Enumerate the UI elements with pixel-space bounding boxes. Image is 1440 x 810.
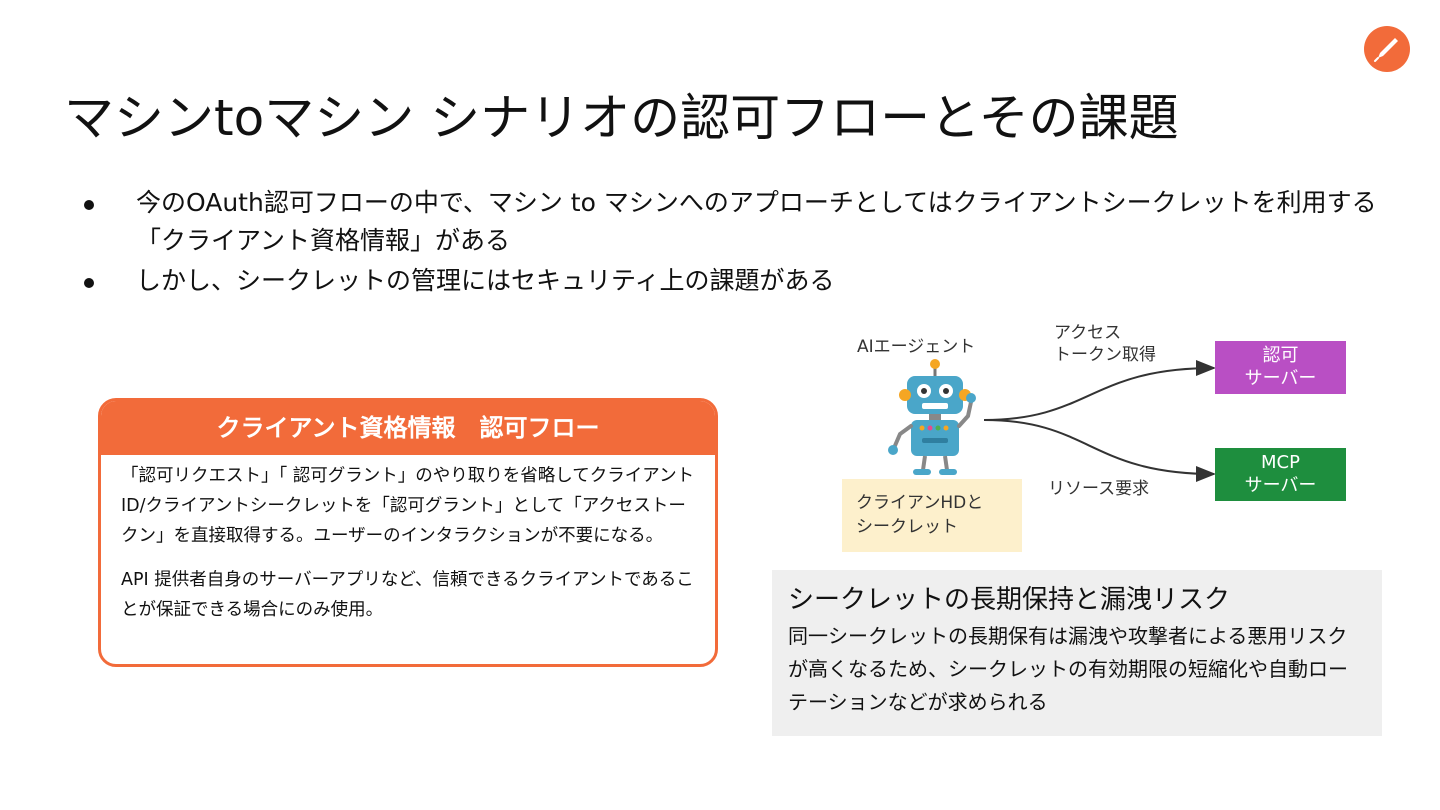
bullet-text: 今のOAuth認可フローの中で、マシン to マシンへのアプローチとしてはクライ… <box>136 188 1377 255</box>
pen-nib-icon <box>1374 38 1398 62</box>
flow-box-paragraph: 「認可リクエスト」「 認可グラント」のやり取りを省略してクライアント ID/クラ… <box>121 466 695 546</box>
bullet-dot <box>84 278 94 288</box>
risk-body: 同一シークレットの長期保有は漏洩や攻撃者による悪用リスクが高くなるため、シークレ… <box>788 624 1348 714</box>
page-title: マシンtoマシン シナリオの認可フローとその課題 <box>64 89 1179 147</box>
agent-label: AIエージェント <box>857 337 976 357</box>
resource-request-arrow <box>983 419 1216 482</box>
mcp-server-label: MCP <box>1261 452 1300 473</box>
auth-server-label: 認可 <box>1262 345 1299 366</box>
bullet-item: しかし、シークレットの管理にはセキュリティ上の課題がある <box>78 262 1378 300</box>
mcp-server-box: MCP サーバー <box>1215 448 1346 501</box>
token-label-line: トークン取得 <box>1054 345 1156 365</box>
flow-box-body: 「認可リクエスト」「 認可グラント」のやり取りを省略してクライアント ID/クラ… <box>101 455 715 625</box>
bullet-dot <box>84 200 94 210</box>
client-secret-box: クライアンHDと シークレット <box>842 479 1022 552</box>
flow-box-header: クライアント資格情報 認可フロー <box>101 401 715 455</box>
auth-server-label: サーバー <box>1244 368 1317 389</box>
bullet-item: 今のOAuth認可フローの中で、マシン to マシンへのアプローチとしてはクライ… <box>78 184 1378 260</box>
bullet-list: 今のOAuth認可フローの中で、マシン to マシンへのアプローチとしてはクライ… <box>78 184 1378 302</box>
mcp-server-label: サーバー <box>1244 475 1317 496</box>
token-request-label: アクセス トークン取得 <box>1054 322 1156 366</box>
token-label-line: アクセス <box>1054 323 1122 343</box>
logo <box>1364 26 1410 72</box>
flow-box-paragraph: API 提供者自身のサーバーアプリなど、信頼できるクライアントであることが保証で… <box>121 570 694 620</box>
client-secret-label: クライアンHDと <box>856 493 984 513</box>
flow-arrows <box>983 360 1216 482</box>
risk-box: シークレットの長期保持と漏洩リスク 同一シークレットの長期保有は漏洩や攻撃者によ… <box>772 570 1382 736</box>
risk-title: シークレットの長期保持と漏洩リスク <box>788 585 1231 615</box>
bullet-text: しかし、シークレットの管理にはセキュリティ上の課題がある <box>136 266 835 295</box>
client-credentials-flow-box: クライアント資格情報 認可フロー 「認可リクエスト」「 認可グラント」のやり取り… <box>98 398 718 667</box>
resource-request-label: リソース要求 <box>1048 479 1150 499</box>
client-secret-label: シークレット <box>856 517 958 537</box>
robot-icon <box>888 359 976 475</box>
token-request-arrow <box>983 360 1216 421</box>
auth-server-box: 認可 サーバー <box>1215 341 1346 394</box>
